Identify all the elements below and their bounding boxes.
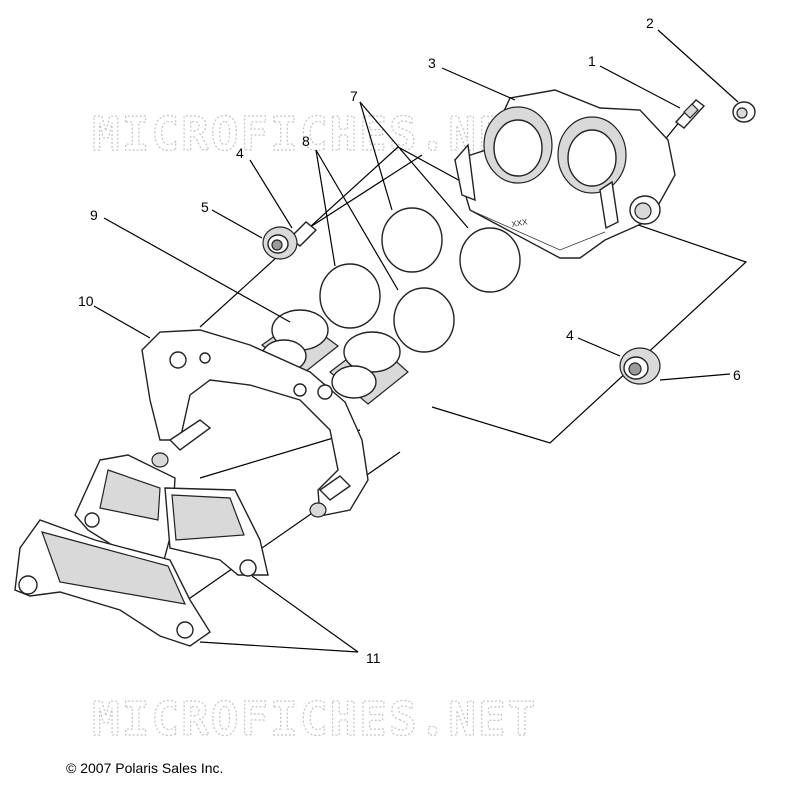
bleeder-valve [674,99,706,129]
bleeder-cap [732,101,756,123]
callout-7: 7 [350,88,358,104]
brake-pads [14,454,269,647]
callout-4-lower: 4 [566,327,574,343]
copyright-notice: © 2007 Polaris Sales Inc. [66,760,224,776]
piston-seals-outer [381,207,521,293]
caliper-bracket [141,329,369,518]
callout-6: 6 [733,367,741,383]
callout-9: 9 [90,207,98,223]
piston-seals-inner [319,263,455,353]
watermark-bottom: MICROFICHES.NET [92,692,537,746]
callout-3: 3 [428,55,436,71]
callout-4-upper: 4 [236,145,244,161]
slide-pin-upper [262,221,318,260]
callout-10: 10 [78,293,94,309]
callout-labels: 1 2 3 4 4 5 6 7 8 9 10 11 [78,15,741,666]
caliper-stamp: XXX [511,217,529,229]
callout-2: 2 [646,15,654,31]
callout-1: 1 [588,53,596,69]
callout-5: 5 [201,199,209,215]
caliper-housing: XXX [454,89,676,259]
leader-lines [93,29,739,653]
watermark-top: MICROFICHES.NET [92,107,537,161]
slide-boot-lower [619,347,661,385]
callout-8: 8 [302,133,310,149]
pistons [261,309,409,405]
callout-11: 11 [366,650,381,666]
